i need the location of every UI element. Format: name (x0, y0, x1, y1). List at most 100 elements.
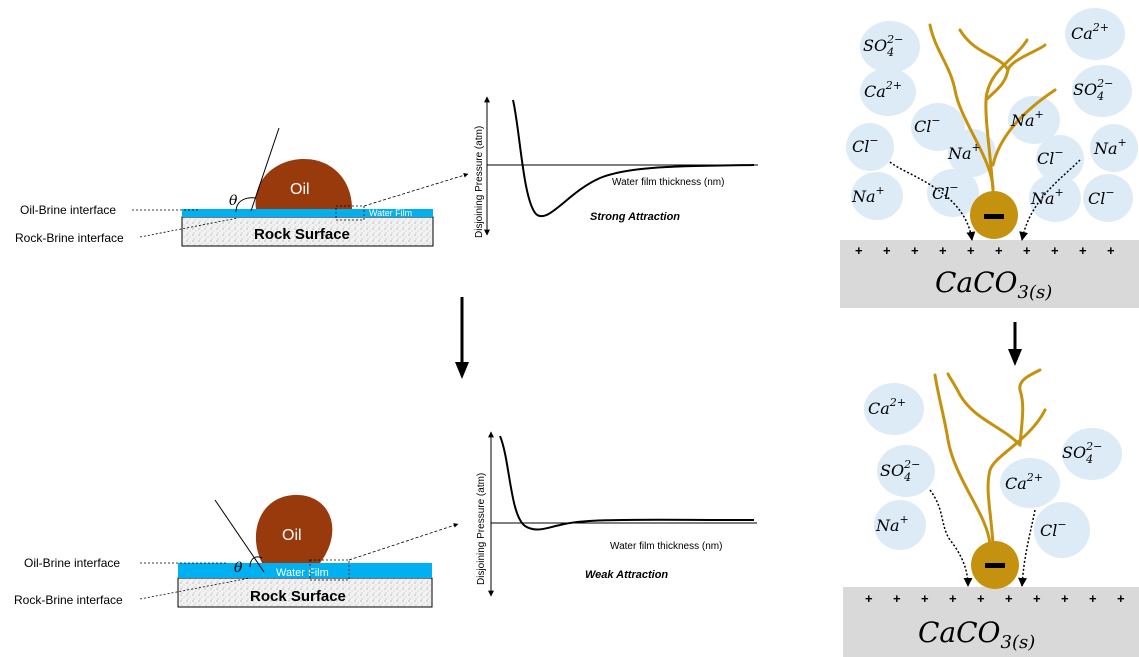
disjoining-curve (512, 99, 755, 218)
ion-label: Cl− (1088, 186, 1115, 208)
plus-charge: + (893, 591, 901, 606)
rock-label: Rock Surface (254, 226, 350, 243)
y-axis-label: Disjoining Pressure (atm) (476, 473, 487, 585)
ion-bubbles (864, 383, 1122, 558)
contact-angle-arc (235, 197, 257, 213)
droplet-strong-attraction: Oil Water Film Rock Surface θ Oil-Brine … (15, 127, 469, 247)
ion-bubble (1072, 65, 1132, 117)
calcite-surface (843, 587, 1139, 657)
tangent-line (250, 127, 280, 212)
contact-angle-arc (249, 556, 263, 568)
ion-bubbles (846, 8, 1138, 222)
plus-charge: + (1117, 591, 1125, 606)
y-axis-label: Disjoining Pressure (atm) (474, 126, 485, 238)
plus-charge: + (1051, 243, 1059, 258)
rock-brine-leader (139, 217, 239, 238)
plus-charges: + + + + + + + + + + (855, 243, 1115, 258)
ion-bubble (851, 172, 903, 220)
ion-label: Na+ (1030, 186, 1064, 208)
attraction-caption: Weak Attraction (585, 569, 668, 581)
plus-charge: + (883, 243, 891, 258)
ion-label: Cl− (914, 114, 941, 136)
minus-sign (985, 563, 1005, 568)
ion-bubble (864, 383, 924, 435)
ion-bubble (1065, 8, 1125, 60)
water-film-label: Water Film (369, 208, 412, 218)
plus-charge: + (995, 243, 1003, 258)
plot-weak-attraction: Disjoining Pressure (atm) Water film thi… (476, 431, 757, 597)
ion-panel-bottom: + + + + + + + + + + CaCO3(s) Ca2+ SO42− … (843, 368, 1139, 657)
oil-droplet (255, 158, 352, 209)
ion-label: Ca2+ (1071, 21, 1109, 43)
ion-label: SO42− (863, 33, 903, 59)
ion-bubble (1029, 174, 1081, 222)
plus-charge: + (1005, 591, 1013, 606)
ion-bubble (846, 123, 894, 171)
ion-bubble (911, 103, 965, 151)
ion-label: Ca2+ (868, 396, 906, 418)
calcite-label: CaCO3(s) (935, 266, 1052, 303)
droplet-weak-attraction: Oil Water Film Rock Surface θ Oil-Brine … (14, 494, 459, 608)
plus-charge: + (911, 243, 919, 258)
rock-brine-leader (139, 577, 251, 600)
calcite-surface (840, 240, 1139, 308)
oil-label: Oil (282, 527, 302, 544)
tangent-line (214, 499, 265, 573)
polymer-chain (933, 368, 1047, 547)
theta-symbol: θ (229, 193, 238, 209)
plus-charge: + (1061, 591, 1069, 606)
plus-charge: + (1089, 591, 1097, 606)
zoom-box (335, 205, 365, 221)
water-film (178, 563, 432, 578)
ion-label: Na+ (947, 141, 981, 163)
ion-panel-top: + + + + + + + + + + CaCO3(s) SO42− Ca2+ … (840, 8, 1139, 308)
x-axis-label: Water film thickness (nm) (612, 177, 724, 188)
plus-charges: + + + + + + + + + + (865, 591, 1125, 606)
plus-charge: + (921, 591, 929, 606)
water-film (182, 209, 433, 217)
ion-label: SO42− (1062, 440, 1102, 466)
zoom-line (348, 523, 459, 561)
plus-charge: + (977, 591, 985, 606)
ion-label: Cl− (1040, 518, 1067, 540)
calcite-label: CaCO3(s) (918, 616, 1035, 653)
zoom-line (363, 172, 469, 207)
ion-label: SO42− (880, 458, 920, 484)
ion-label: Na+ (1093, 136, 1127, 158)
plus-charge: + (1023, 243, 1031, 258)
oil-droplet (255, 494, 333, 563)
oil-brine-label: Oil-Brine interface (24, 556, 120, 570)
disjoining-curve (499, 435, 755, 531)
oil-brine-label: Oil-Brine interface (20, 203, 116, 217)
ion-bubble (860, 68, 916, 116)
ion-label: Na+ (851, 184, 885, 206)
transition-arrow-left (455, 297, 469, 379)
plot-strong-attraction: Disjoining Pressure (atm) Water film thi… (474, 96, 758, 238)
water-film-label: Water Film (276, 567, 329, 579)
ion-bubble (1090, 124, 1138, 172)
x-axis-label: Water film thickness (nm) (610, 541, 722, 552)
rock-brine-label: Rock-Brine interface (15, 231, 124, 245)
theta-symbol: θ (234, 560, 243, 576)
ion-bubble (874, 500, 926, 550)
ion-bubble (877, 445, 935, 497)
plus-charge: + (967, 243, 975, 258)
oil-label: Oil (290, 181, 310, 198)
ion-paths (889, 159, 1081, 241)
attraction-caption: Strong Attraction (590, 211, 680, 223)
plus-charge: + (855, 243, 863, 258)
ion-label: Cl− (1037, 146, 1064, 168)
rock-label: Rock Surface (250, 588, 346, 605)
plus-charge: + (939, 243, 947, 258)
polymer-chain (928, 23, 1057, 192)
rock-brine-label: Rock-Brine interface (14, 593, 123, 607)
plus-charge: + (1079, 243, 1087, 258)
plus-charge: + (1033, 591, 1041, 606)
ion-bubble (860, 21, 920, 73)
plus-charge: + (949, 591, 957, 606)
transition-arrow-right (1008, 322, 1022, 366)
ion-label: Ca2+ (864, 79, 902, 101)
ion-label: SO42− (1073, 77, 1113, 103)
ion-label: Na+ (875, 513, 909, 535)
